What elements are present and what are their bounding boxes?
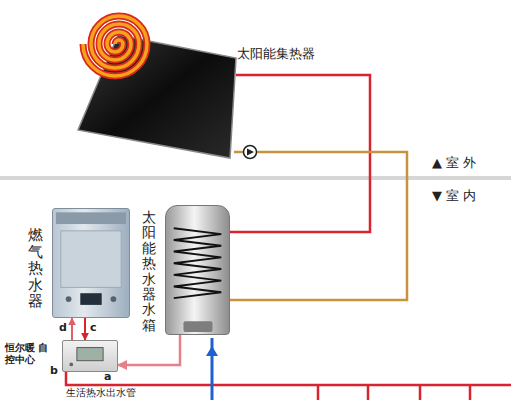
controller-face [63, 341, 117, 371]
node-label: 燃气热水器 [28, 227, 43, 310]
node-label: 太阳能热水器水箱 [142, 210, 156, 333]
pipe-connector [118, 335, 180, 365]
node-label: 恒尔暖 自控中心 [5, 342, 51, 366]
pipe-connector [230, 75, 370, 232]
cold-water-arrow [206, 346, 218, 356]
port-letter: b [50, 364, 58, 377]
gas-heater-front [53, 209, 129, 317]
solar-water-tank: 太阳能热水器水箱 [165, 205, 230, 335]
pump-symbol [244, 146, 257, 159]
outlet-branches [318, 385, 470, 400]
port-letter: d [59, 321, 67, 334]
port-letter: a [104, 370, 111, 383]
indoor-label: ▼ 室 内 [432, 188, 476, 204]
node-label: 太阳能集热器 [237, 46, 315, 62]
tank-coil [166, 206, 229, 334]
solar-collector: 太阳能集热器 [75, 8, 240, 163]
outdoor-indoor-divider [0, 176, 511, 180]
pump-arrow [247, 149, 254, 156]
hot-water-outlet-pipe [66, 372, 511, 385]
port-letter: c [90, 321, 97, 334]
control-center: 恒尔暖 自控中心 [62, 340, 118, 372]
pipe-name: 生活热水出水管 [66, 387, 136, 399]
pipe-connector [230, 152, 407, 300]
pipe-connector [84, 318, 86, 340]
gas-water-heater: 燃气热水器 [52, 208, 130, 318]
pipe-connector [71, 318, 73, 340]
collector-panel [75, 8, 240, 163]
outdoor-label: ▲ 室 外 [432, 155, 476, 171]
